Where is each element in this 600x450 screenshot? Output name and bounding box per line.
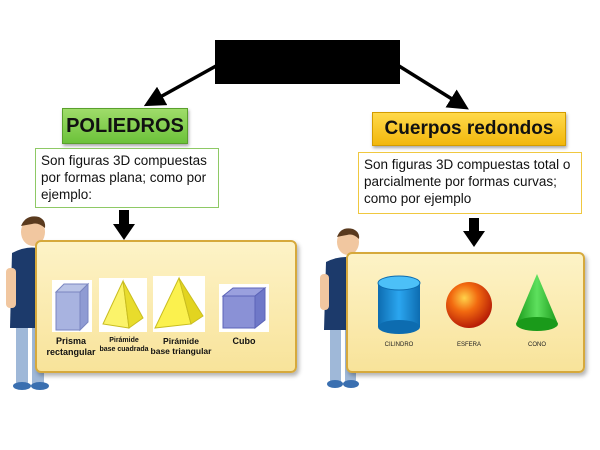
cylinder-icon [377,275,421,334]
poliedros-description: Son figuras 3D compuestas por formas pla… [35,148,219,208]
triangular-pyramid-card [153,276,205,332]
poliedros-examples-panel: Prisma rectangular Pirámide base cuadrad… [35,240,297,373]
sphere-label: ESFERA [456,342,481,348]
cuerpos-redondos-title-text: Cuerpos redondos [384,118,554,139]
shape-label-line: base triangular [150,346,212,356]
shape-label-line: Prisma [55,336,87,346]
poliedros-description-line: por formas plana; como por [41,170,207,185]
down-arrow-right [463,218,485,247]
shape-label-line: base cuadrada [99,346,149,353]
arrow-to-poliedros [143,64,217,107]
triangular-pyramid-icon [154,276,204,329]
rectangular-prism-icon [54,282,90,332]
cone-icon [516,274,558,331]
square-pyramid-icon [102,279,144,329]
square-pyramid-label: Pirámide base cuadrada [92,336,156,354]
prism-card [52,280,92,332]
cuerpos-redondos-description-line: Son figuras 3D compuestas total o [364,157,571,172]
shape-label-line: rectangular [46,347,96,357]
prism-label: Prisma rectangular [37,336,105,358]
cuerpos-redondos-description: Son figuras 3D compuestas total o parcia… [358,152,582,214]
poliedros-description-line: ejemplo: [41,187,93,202]
poliedros-description-line: Son figuras 3D compuestas [41,153,207,168]
cube-label: Cubo [219,336,269,347]
shape-label-line: Pirámide [163,336,199,346]
arrow-to-cuerpos-redondos [398,64,469,110]
cuerpos-redondos-title: Cuerpos redondos [372,112,566,146]
cube-icon [221,286,267,330]
sphere-icon [446,282,492,328]
cone-label: CONO [528,342,546,348]
cuerpos-redondos-description-line: como por ejemplo [364,191,472,206]
shape-label-line: Pirámide [109,337,139,344]
cube-card [219,284,269,332]
root-concept-box [215,40,400,84]
down-arrow-left [113,210,135,240]
cuerpos-redondos-description-line: parcialmente por formas curvas; [364,174,557,189]
poliedros-title-text: POLIEDROS [66,114,184,137]
cuerpos-redondos-examples-panel: CILINDRO ESFERA CONO [346,252,585,373]
poliedros-title: POLIEDROS [62,108,188,144]
square-pyramid-card [99,278,147,332]
shape-label-line: Cubo [232,336,256,346]
cylinder-label: CILINDRO [384,342,414,348]
triangular-pyramid-label: Pirámide base triangular [147,336,215,356]
